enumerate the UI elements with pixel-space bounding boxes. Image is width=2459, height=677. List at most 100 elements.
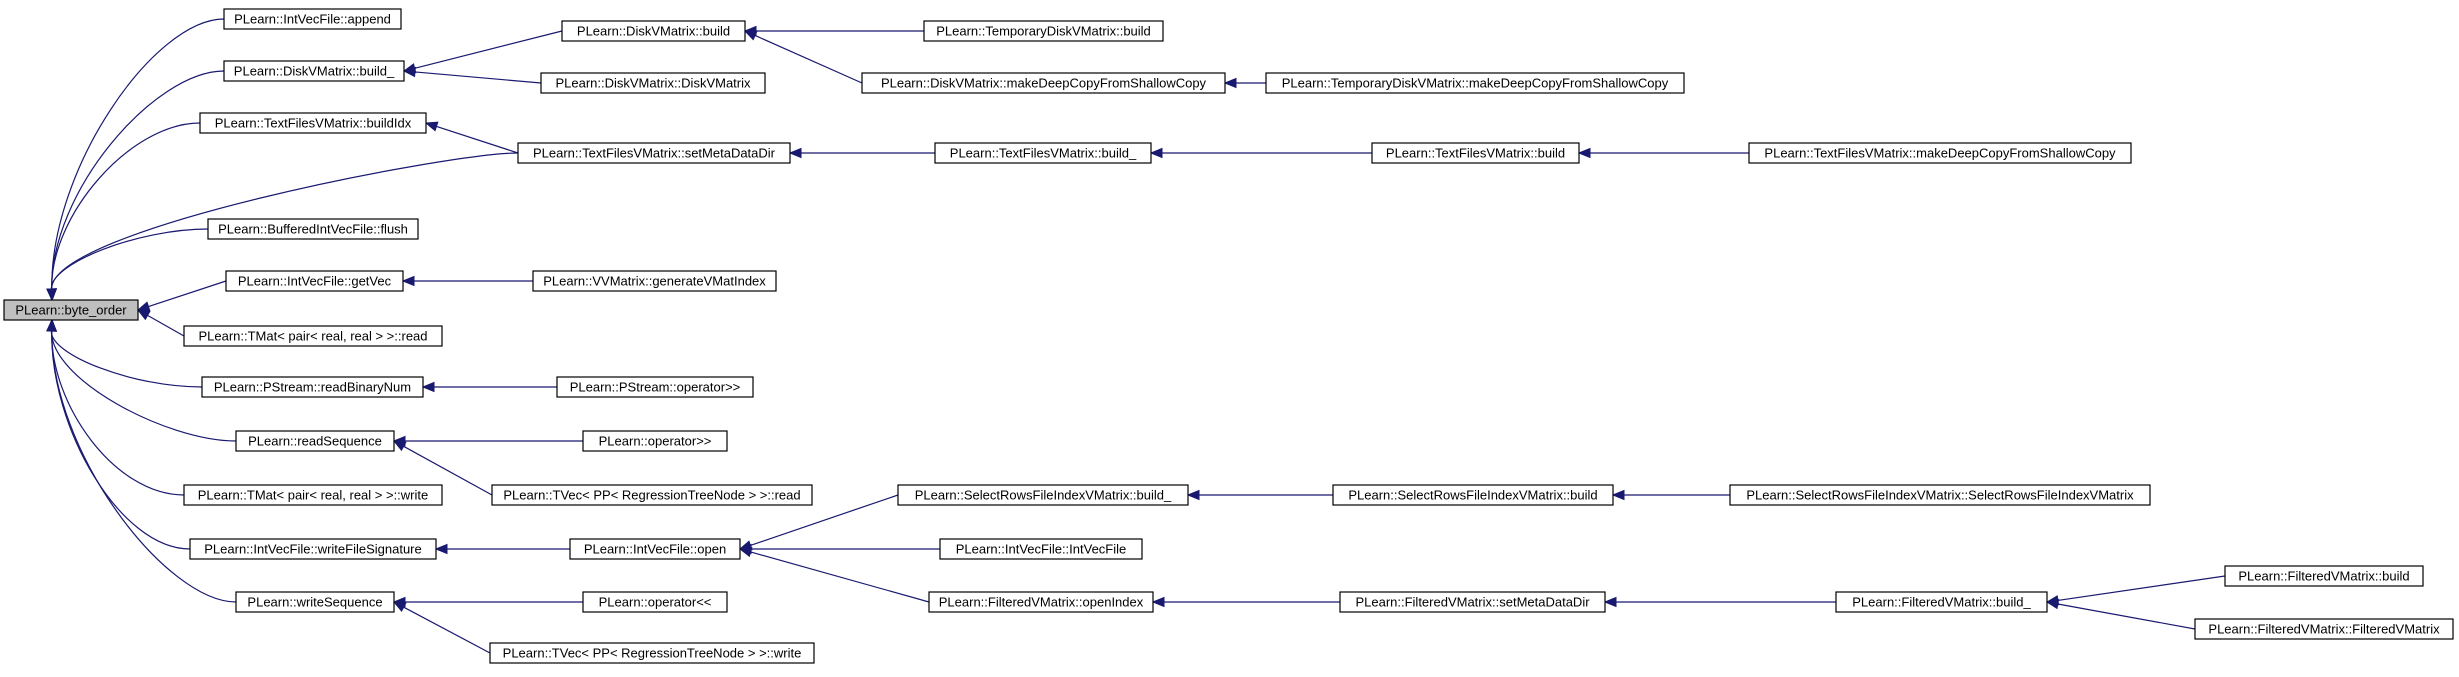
edge-arrowhead (392, 601, 407, 613)
node-box (207, 218, 419, 240)
edge-n4-to-root (46, 228, 209, 302)
edge-line (750, 494, 899, 547)
edge-line (147, 314, 185, 337)
node-plearn-selectrowsfileindexvmatrix-build[interactable]: PLearn::SelectRowsFileIndexVMatrix::buil… (1332, 484, 1614, 506)
edge-arrowhead (434, 543, 448, 555)
node-plearn-intvecfile-open[interactable]: PLearn::IntVecFile::open (569, 538, 741, 560)
node-plearn-filteredvmatrix-openindex[interactable]: PLearn::FilteredVMatrix::openIndex (928, 591, 1154, 613)
node-plearn-temporarydiskvmatrix-makedeepcopyfromshallowcopy[interactable]: PLearn::TemporaryDiskVMatrix::makeDeepCo… (1265, 72, 1685, 94)
edge-line (2057, 575, 2226, 602)
node-plearn-readsequence[interactable]: PLearn::readSequence (235, 430, 395, 452)
node-plearn-intvecfile-intvecfile[interactable]: PLearn::IntVecFile::IntVecFile (939, 538, 1143, 560)
node-label: PLearn::PStream::readBinaryNum (214, 380, 411, 395)
node-plearn-textfilesvmatrix-build[interactable]: PLearn::TextFilesVMatrix::build (1371, 142, 1580, 164)
node-plearn-filteredvmatrix-build[interactable]: PLearn::FilteredVMatrix::build (2224, 565, 2424, 587)
node-plearn-operator[interactable]: PLearn::operator>> (582, 430, 728, 452)
node-plearn-vvmatrix-generatevmatindex[interactable]: PLearn::VVMatrix::generateVMatIndex (532, 270, 777, 292)
node-plearn-selectrowsfileindexvmatrix-build[interactable]: PLearn::SelectRowsFileIndexVMatrix::buil… (897, 484, 1189, 506)
edge-n2-to-root (46, 70, 225, 302)
edge-line (51, 330, 185, 496)
node-label: PLearn::operator>> (599, 434, 712, 449)
edge-line (51, 330, 237, 442)
node-plearn-diskvmatrix-build[interactable]: PLearn::DiskVMatrix::build (561, 20, 746, 42)
edge-arrowhead (743, 30, 758, 41)
edge-n29-to-n24 (1149, 147, 1372, 159)
node-label: PLearn::PStream::operator>> (570, 380, 741, 395)
edge-n22-to-n12 (743, 25, 924, 37)
edge-line (51, 70, 225, 290)
edge-arrowhead (421, 381, 435, 393)
node-label: PLearn::TVec< PP< RegressionTreeNode > >… (503, 646, 802, 661)
node-plearn-textfilesvmatrix-setmetadatadir[interactable]: PLearn::TextFilesVMatrix::setMetaDataDir (517, 142, 791, 164)
node-box (923, 20, 1164, 42)
node-box (540, 72, 766, 94)
edge-n6-to-root (136, 309, 185, 337)
edge-arrowhead (1223, 77, 1237, 89)
node-box (235, 430, 395, 452)
edge-line (436, 125, 519, 154)
edge-n20-to-n11 (392, 596, 583, 608)
node-plearn-writesequence[interactable]: PLearn::writeSequence (235, 591, 395, 613)
node-plearn-intvecfile-append[interactable]: PLearn::IntVecFile::append (223, 8, 402, 30)
edge-arrowhead (1149, 147, 1163, 159)
node-plearn-pstream-readbinarynum[interactable]: PLearn::PStream::readBinaryNum (201, 376, 424, 398)
node-plearn-intvecfile-writefilesignature[interactable]: PLearn::IntVecFile::writeFileSignature (189, 538, 437, 560)
node-box (201, 376, 424, 398)
node-box (235, 591, 395, 613)
edge-line (50, 228, 209, 290)
node-plearn-textfilesvmatrix-buildidx[interactable]: PLearn::TextFilesVMatrix::buildIdx (199, 112, 427, 134)
node-plearn-tmat-pair-real-real-read[interactable]: PLearn::TMat< pair< real, real > >::read (183, 325, 443, 347)
edge-arrowhead (402, 66, 416, 78)
node-plearn-temporarydiskvmatrix-build[interactable]: PLearn::TemporaryDiskVMatrix::build (923, 20, 1164, 42)
node-label: PLearn::IntVecFile::open (584, 542, 726, 557)
node-box (223, 60, 405, 82)
node-plearn-filteredvmatrix-filteredvmatrix[interactable]: PLearn::FilteredVMatrix::FilteredVMatrix (2194, 618, 2454, 640)
edge-n17-to-n8 (392, 435, 583, 447)
node-plearn-filteredvmatrix-setmetadatadir[interactable]: PLearn::FilteredVMatrix::setMetaDataDir (1339, 591, 1606, 613)
node-label: PLearn::IntVecFile::getVec (238, 274, 392, 289)
node-box (556, 376, 754, 398)
node-label: PLearn::FilteredVMatrix::build_ (1852, 595, 2031, 610)
node-label: PLearn::FilteredVMatrix::setMetaDataDir (1355, 595, 1590, 610)
node-label: PLearn::TVec< PP< RegressionTreeNode > >… (503, 488, 800, 503)
node-plearn-diskvmatrix-diskvmatrix[interactable]: PLearn::DiskVMatrix::DiskVMatrix (540, 72, 766, 94)
node-plearn-tvec-pp-regressiontreenode-read[interactable]: PLearn::TVec< PP< RegressionTreeNode > >… (491, 484, 813, 506)
node-box (183, 484, 443, 506)
edge-n33-to-n30 (1611, 489, 1730, 501)
node-plearn-tvec-pp-regressiontreenode-write[interactable]: PLearn::TVec< PP< RegressionTreeNode > >… (489, 642, 815, 664)
node-plearn-tmat-pair-real-real-write[interactable]: PLearn::TMat< pair< real, real > >::writ… (183, 484, 443, 506)
edge-arrowhead (788, 147, 802, 159)
edge-n1-to-root (46, 18, 225, 302)
node-plearn-intvecfile-getvec[interactable]: PLearn::IntVecFile::getVec (225, 270, 404, 292)
edge-line (754, 34, 863, 84)
node-label: PLearn::TemporaryDiskVMatrix::makeDeepCo… (1282, 76, 1669, 91)
node-box (489, 642, 815, 664)
node-plearn-selectrowsfileindexvmatrix-selectrowsfileindexvmatrix[interactable]: PLearn::SelectRowsFileIndexVMatrix::Sele… (1729, 484, 2151, 506)
node-label: PLearn::VVMatrix::generateVMatIndex (543, 274, 766, 289)
node-plearn-textfilesvmatrix-build[interactable]: PLearn::TextFilesVMatrix::build_ (934, 142, 1152, 164)
node-plearn-textfilesvmatrix-makedeepcopyfromshallowcopy[interactable]: PLearn::TextFilesVMatrix::makeDeepCopyFr… (1748, 142, 2132, 164)
node-box (861, 72, 1226, 94)
node-plearn-byte-order[interactable]: PLearn::byte_order (3, 299, 139, 321)
node-box (1332, 484, 1614, 506)
node-plearn-diskvmatrix-build[interactable]: PLearn::DiskVMatrix::build_ (223, 60, 405, 82)
edge-n26-to-n19 (738, 543, 940, 555)
edges-layer (46, 18, 2226, 654)
edge-n15-to-n5 (401, 275, 533, 287)
edge-arrowhead (2045, 598, 2060, 610)
node-label: PLearn::TextFilesVMatrix::setMetaDataDir (533, 146, 776, 161)
node-plearn-pstream-operator[interactable]: PLearn::PStream::operator>> (556, 376, 754, 398)
node-plearn-diskvmatrix-makedeepcopyfromshallowcopy[interactable]: PLearn::DiskVMatrix::makeDeepCopyFromSha… (861, 72, 1226, 94)
node-plearn-filteredvmatrix-build[interactable]: PLearn::FilteredVMatrix::build_ (1835, 591, 2048, 613)
node-plearn-operator[interactable]: PLearn::operator<< (582, 591, 728, 613)
node-label: PLearn::DiskVMatrix::DiskVMatrix (555, 76, 751, 91)
edge-n19-to-n10 (434, 543, 570, 555)
node-box (582, 591, 728, 613)
node-label: PLearn::byte_order (15, 303, 127, 318)
edge-n18-to-n8 (392, 440, 493, 496)
node-plearn-bufferedintvecfile-flush[interactable]: PLearn::BufferedIntVecFile::flush (207, 218, 419, 240)
node-box (582, 430, 728, 452)
edge-n35-to-n34 (2045, 575, 2226, 606)
edge-line (414, 71, 542, 84)
